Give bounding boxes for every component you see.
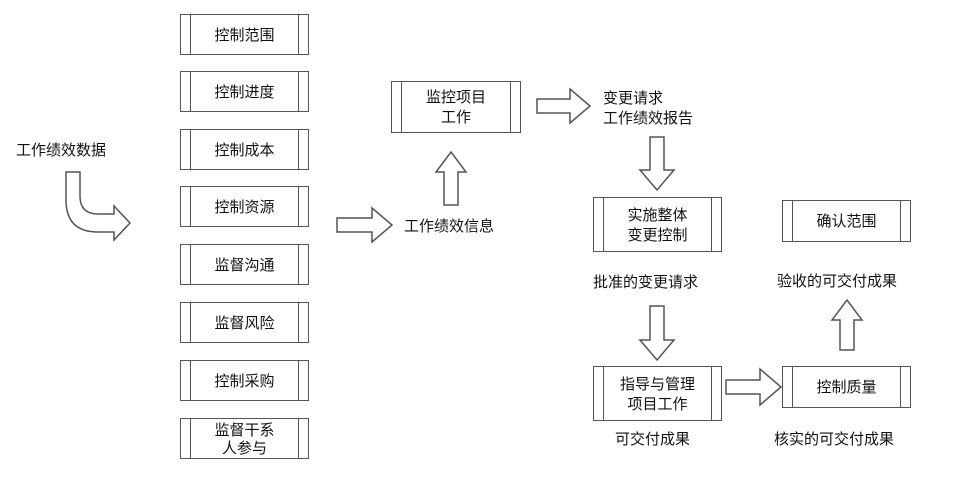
right-arrow-icon — [336, 206, 394, 244]
label-deliverables: 可交付成果 — [615, 430, 691, 448]
box-label: 指导与管理 项目工作 — [619, 374, 695, 413]
box-label: 实施整体 变更控制 — [627, 205, 688, 244]
label-accepted-deliverables: 验收的可交付成果 — [777, 272, 898, 290]
box-validate-scope: 确认范围 — [782, 200, 911, 242]
box-integrated-change-control: 实施整体 变更控制 — [593, 197, 722, 252]
box-label: 控制采购 — [214, 371, 275, 390]
box-label: 控制进度 — [214, 82, 275, 101]
label-work-performance-data: 工作绩效数据 — [16, 141, 107, 159]
box-direct-manage-work: 指导与管理 项目工作 — [593, 366, 722, 421]
label-change-requests-reports: 变更请求 工作绩效报告 — [603, 89, 694, 127]
box-monitor-stakeholder-engagement: 监督干系 人参与 — [180, 418, 309, 459]
box-control-quality: 控制质量 — [782, 366, 911, 408]
box-control-procurements: 控制采购 — [180, 360, 309, 401]
label-verified-deliverables: 核实的可交付成果 — [774, 430, 895, 448]
curved-arrow-icon — [65, 171, 132, 242]
label-work-performance-info: 工作绩效信息 — [404, 217, 495, 235]
box-control-cost: 控制成本 — [180, 129, 309, 170]
box-label: 确认范围 — [816, 212, 877, 230]
down-arrow-icon — [638, 305, 676, 362]
up-arrow-icon — [830, 298, 864, 351]
box-label: 控制资源 — [214, 197, 275, 216]
box-monitor-control-work: 监控项目 工作 — [391, 81, 521, 133]
box-control-schedule: 控制进度 — [180, 71, 309, 112]
label-approved-change-requests: 批准的变更请求 — [593, 273, 699, 291]
box-monitor-communications: 监督沟通 — [180, 244, 309, 285]
box-control-resources: 控制资源 — [180, 186, 309, 227]
box-label: 控制质量 — [816, 378, 877, 396]
right-arrow-icon — [725, 367, 783, 407]
box-monitor-risks: 监督风险 — [180, 302, 309, 343]
box-label: 控制成本 — [214, 140, 275, 159]
box-label: 监督风险 — [214, 313, 275, 332]
box-label: 监督沟通 — [214, 255, 275, 274]
box-label: 监督干系 人参与 — [214, 420, 275, 457]
up-arrow-icon — [434, 150, 468, 206]
right-arrow-icon — [536, 87, 592, 125]
down-arrow-icon — [638, 136, 676, 192]
box-label: 控制范围 — [214, 25, 275, 44]
box-control-scope: 控制范围 — [180, 14, 309, 55]
box-label: 监控项目 工作 — [425, 88, 486, 126]
